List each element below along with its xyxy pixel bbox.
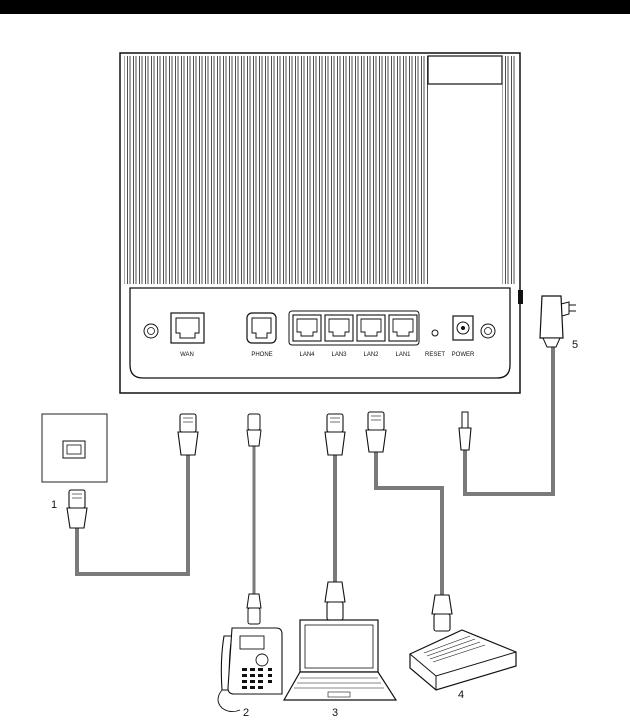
cable-3 [325,414,345,620]
lan3-port[interactable] [325,315,353,341]
phone-port-label: PHONE [251,352,272,358]
reset-button[interactable] [432,330,438,336]
phone-port[interactable] [247,313,276,343]
callout-1: 1 [51,499,57,511]
callout-5: 5 [572,339,578,351]
cable-2 [247,414,261,624]
wall-jack [42,414,107,482]
screw-left [144,324,158,338]
callout-4: 4 [458,689,464,701]
router-label-area [428,56,502,84]
power-port[interactable] [453,316,473,340]
screw-right [481,324,495,338]
lan3-port-label: LAN3 [331,352,347,358]
lan1-port-label: LAN1 [395,352,411,358]
telephone [218,628,282,712]
power-adapter [540,296,576,347]
lan4-port[interactable] [293,315,321,341]
wan-port-label: WAN [180,352,194,358]
lan2-port[interactable] [357,315,385,341]
power-port-label: POWER [452,352,475,358]
callout-2: 2 [243,707,249,719]
laptop [284,620,396,700]
cable-4 [366,412,452,631]
callout-3: 3 [332,707,338,719]
router-vents [124,56,428,284]
lan1-port[interactable] [389,315,417,341]
network-switch [410,630,516,690]
reset-label: RESET [425,352,445,358]
lan4-port-label: LAN4 [299,352,315,358]
wan-port[interactable] [171,313,204,343]
lan2-port-label: LAN2 [363,352,379,358]
router-side-button [518,290,523,304]
